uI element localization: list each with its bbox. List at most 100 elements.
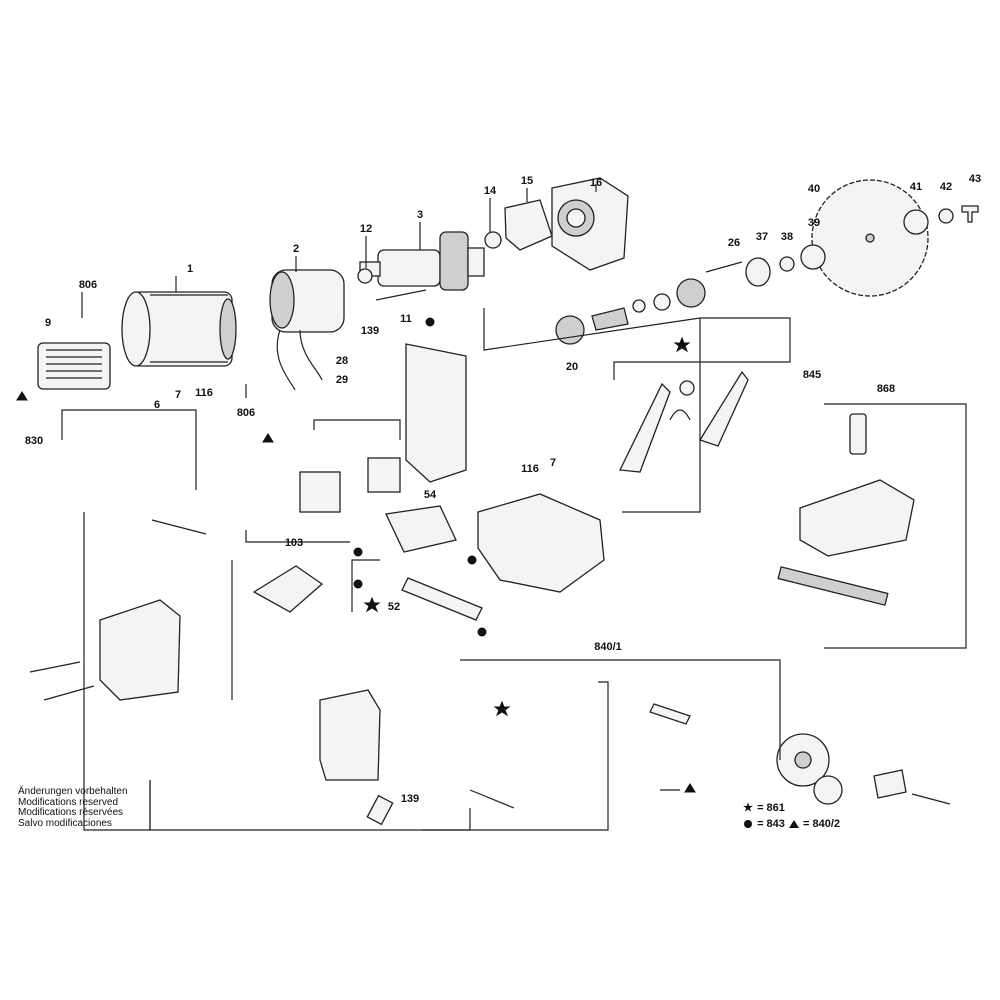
part-label: 28 — [336, 355, 348, 367]
part-label: 7 — [175, 389, 181, 401]
washer-part — [357, 268, 373, 284]
part-label: 40 — [808, 183, 820, 195]
clamp-assembly-part — [777, 413, 915, 606]
gear-housing-part — [551, 177, 629, 271]
part-label: 7 — [550, 457, 556, 469]
rod-part — [151, 519, 207, 535]
part-label: 830 — [25, 435, 43, 447]
notes-block: Änderungen vorbehalten Modifications res… — [18, 786, 258, 829]
star-symbol — [363, 596, 381, 613]
part-label: 806 — [79, 279, 97, 291]
part-label: 54 — [424, 489, 437, 501]
guide-plate-part — [385, 505, 457, 553]
flange-part — [800, 244, 826, 270]
disc-part — [813, 775, 843, 805]
part-label: 840/1 — [594, 641, 622, 653]
part-label: 1 — [187, 263, 193, 275]
fan-cover-part — [37, 342, 111, 390]
pin-part — [705, 261, 743, 273]
knob-part — [873, 769, 907, 799]
note-line: Modifications reserved — [18, 796, 119, 808]
part-label: 12 — [360, 223, 372, 235]
part-label: 42 — [940, 181, 952, 193]
blade-guard-part — [619, 370, 749, 473]
part-label: 14 — [484, 185, 497, 197]
bolt-part — [911, 793, 951, 805]
pin-part — [43, 685, 95, 701]
dot-icon — [742, 818, 754, 830]
saw-blade-part — [811, 179, 929, 297]
stator-part — [269, 269, 345, 391]
star-symbol — [493, 700, 511, 717]
part-label: 806 — [237, 407, 255, 419]
part-labels: 1 2 3 12 14 15 16 806 9 6 7 116 806 28 2… — [25, 173, 981, 805]
callout-lines — [61, 184, 967, 831]
washer-part — [938, 208, 954, 224]
legend-row-star: ★ = 861 — [742, 801, 882, 818]
part-label: 52 — [388, 601, 400, 613]
part-label: 6 — [154, 399, 160, 411]
screw-part — [469, 789, 515, 809]
part-label: 37 — [756, 231, 768, 243]
part-label: 116 — [195, 387, 213, 399]
reference-symbols — [16, 336, 696, 793]
ring-part — [745, 257, 771, 287]
part-label: 15 — [521, 175, 533, 187]
part-label: 868 — [877, 383, 895, 395]
triangle-symbol — [16, 391, 28, 401]
part-label: 38 — [781, 231, 793, 243]
pinion-part — [555, 315, 585, 345]
part-label: 39 — [808, 217, 820, 229]
part-label: 16 — [590, 177, 602, 189]
motor-housing-part — [121, 291, 237, 367]
gasket-part — [504, 199, 553, 251]
lower-guard-part — [477, 493, 605, 593]
part-label: 29 — [336, 374, 348, 386]
bolt-part — [961, 205, 979, 223]
star-icon: ★ — [743, 802, 753, 814]
part-label: 11 — [400, 313, 412, 325]
symbol-legend: ★ = 861 = 843 = 840/2 — [742, 801, 882, 835]
support-plate-part — [405, 343, 467, 483]
bracket-part — [299, 471, 341, 513]
fastener-dots — [353, 317, 487, 637]
part-label: 116 — [521, 463, 539, 475]
rod-part — [401, 577, 483, 621]
part-label: 43 — [969, 173, 981, 185]
spindle-part — [591, 307, 629, 331]
part-label: 3 — [417, 209, 423, 221]
triangle-symbol — [684, 783, 696, 793]
part-label: 9 — [45, 317, 51, 329]
lever-part — [252, 565, 324, 613]
washer-part — [632, 299, 646, 313]
bracket-part — [367, 457, 401, 493]
screw-part — [375, 289, 427, 301]
legend-row-dot: = 843 = 840/2 — [742, 818, 882, 835]
gear-part — [676, 278, 706, 308]
part-label: 103 — [285, 537, 303, 549]
lower-bracket-part — [319, 689, 381, 781]
legend-text: = 840/2 — [803, 818, 841, 830]
part-label: 20 — [566, 361, 578, 373]
bearing-part — [653, 293, 671, 311]
clip-part — [366, 794, 394, 826]
note-line: Änderungen vorbehalten — [18, 786, 128, 797]
flange-part — [903, 209, 929, 235]
frame-part — [99, 599, 181, 701]
spring-part — [649, 703, 691, 725]
part-label: 139 — [401, 793, 419, 805]
part-label: 139 — [361, 325, 379, 337]
part-label: 26 — [728, 237, 740, 249]
part-label: 845 — [803, 369, 821, 381]
star-symbol — [673, 336, 691, 353]
bearing-part — [484, 231, 502, 249]
armature-part — [359, 231, 485, 291]
triangle-icon — [788, 818, 800, 830]
legend-text: = 861 — [757, 802, 785, 814]
nut-part — [779, 256, 795, 272]
note-line: Salvo modificaciones — [18, 817, 112, 829]
pin-part — [29, 661, 81, 673]
part-label: 41 — [910, 181, 922, 193]
